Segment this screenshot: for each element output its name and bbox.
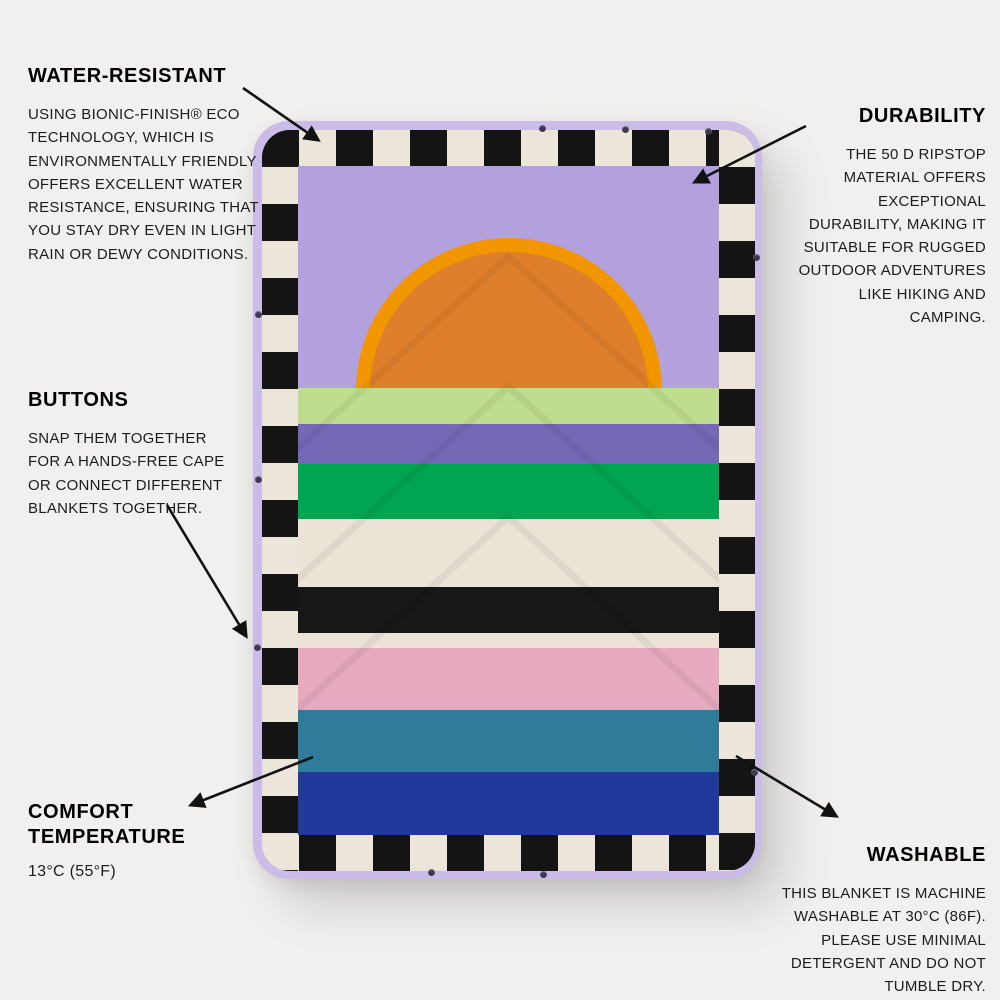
durability-body: THE 50 D RIPSTOP MATERIAL OFFERS EXCEPTI… [798,146,986,326]
annotation-durability: DURABILITY THE 50 D RIPSTOP MATERIAL OFF… [798,104,986,329]
comfort-temperature-title: COMFORT TEMPERATURE [28,801,186,848]
stripe-green [298,464,719,519]
snap-button-icon [255,311,262,318]
snap-button-icon [751,769,758,776]
annotation-comfort-temperature: COMFORT TEMPERATURE 13°C (55°F) [28,800,233,885]
stripe-navy [298,771,719,835]
water-resistant-body: USING BIONIC-FINISH® ECO TECHNOLOGY, WHI… [28,106,259,263]
comfort-temperature-value: 13°C (55°F) [28,863,116,880]
checker-border-left [262,130,298,871]
durability-title: DURABILITY [858,105,986,127]
stripe-black [298,586,719,633]
checker-border-bottom [262,835,755,871]
checker-border-right [719,130,755,871]
stripe-light-green [298,388,719,425]
stripe-stack [298,166,719,835]
sun-graphic [355,238,662,389]
snap-button-icon [539,125,546,132]
blanket-image [253,121,762,879]
annotation-washable: WASHABLE THIS BLANKET IS MACHINE WASHABL… [738,843,986,998]
stripe-cream [298,518,719,587]
checker-border-top [262,130,755,166]
snap-button-icon [254,644,261,651]
stripe-pink [298,647,719,710]
washable-title: WASHABLE [866,844,986,866]
buttons-body: SNAP THEM TOGETHER FOR A HANDS-FREE CAPE… [28,430,225,517]
stripe-cream-thin [298,632,719,648]
snap-button-icon [428,869,435,876]
water-resistant-title: WATER-RESISTANT [28,65,227,87]
snap-button-icon [540,871,547,878]
annotation-buttons: BUTTONS SNAP THEM TOGETHER FOR A HANDS-F… [28,388,242,520]
arrow-buttons [165,504,248,639]
snap-button-icon [255,476,262,483]
sun-field [298,166,719,389]
stripe-purple [298,424,719,465]
washable-body: THIS BLANKET IS MACHINE WASHABLE AT 30°C… [781,885,986,995]
blanket-checker-frame [262,130,755,871]
stripe-teal [298,709,719,772]
annotation-water-resistant: WATER-RESISTANT USING BIONIC-FINISH® ECO… [28,64,270,266]
snap-button-icon [705,128,712,135]
snap-button-icon [753,254,760,261]
buttons-title: BUTTONS [28,389,129,411]
snap-button-icon [622,126,629,133]
